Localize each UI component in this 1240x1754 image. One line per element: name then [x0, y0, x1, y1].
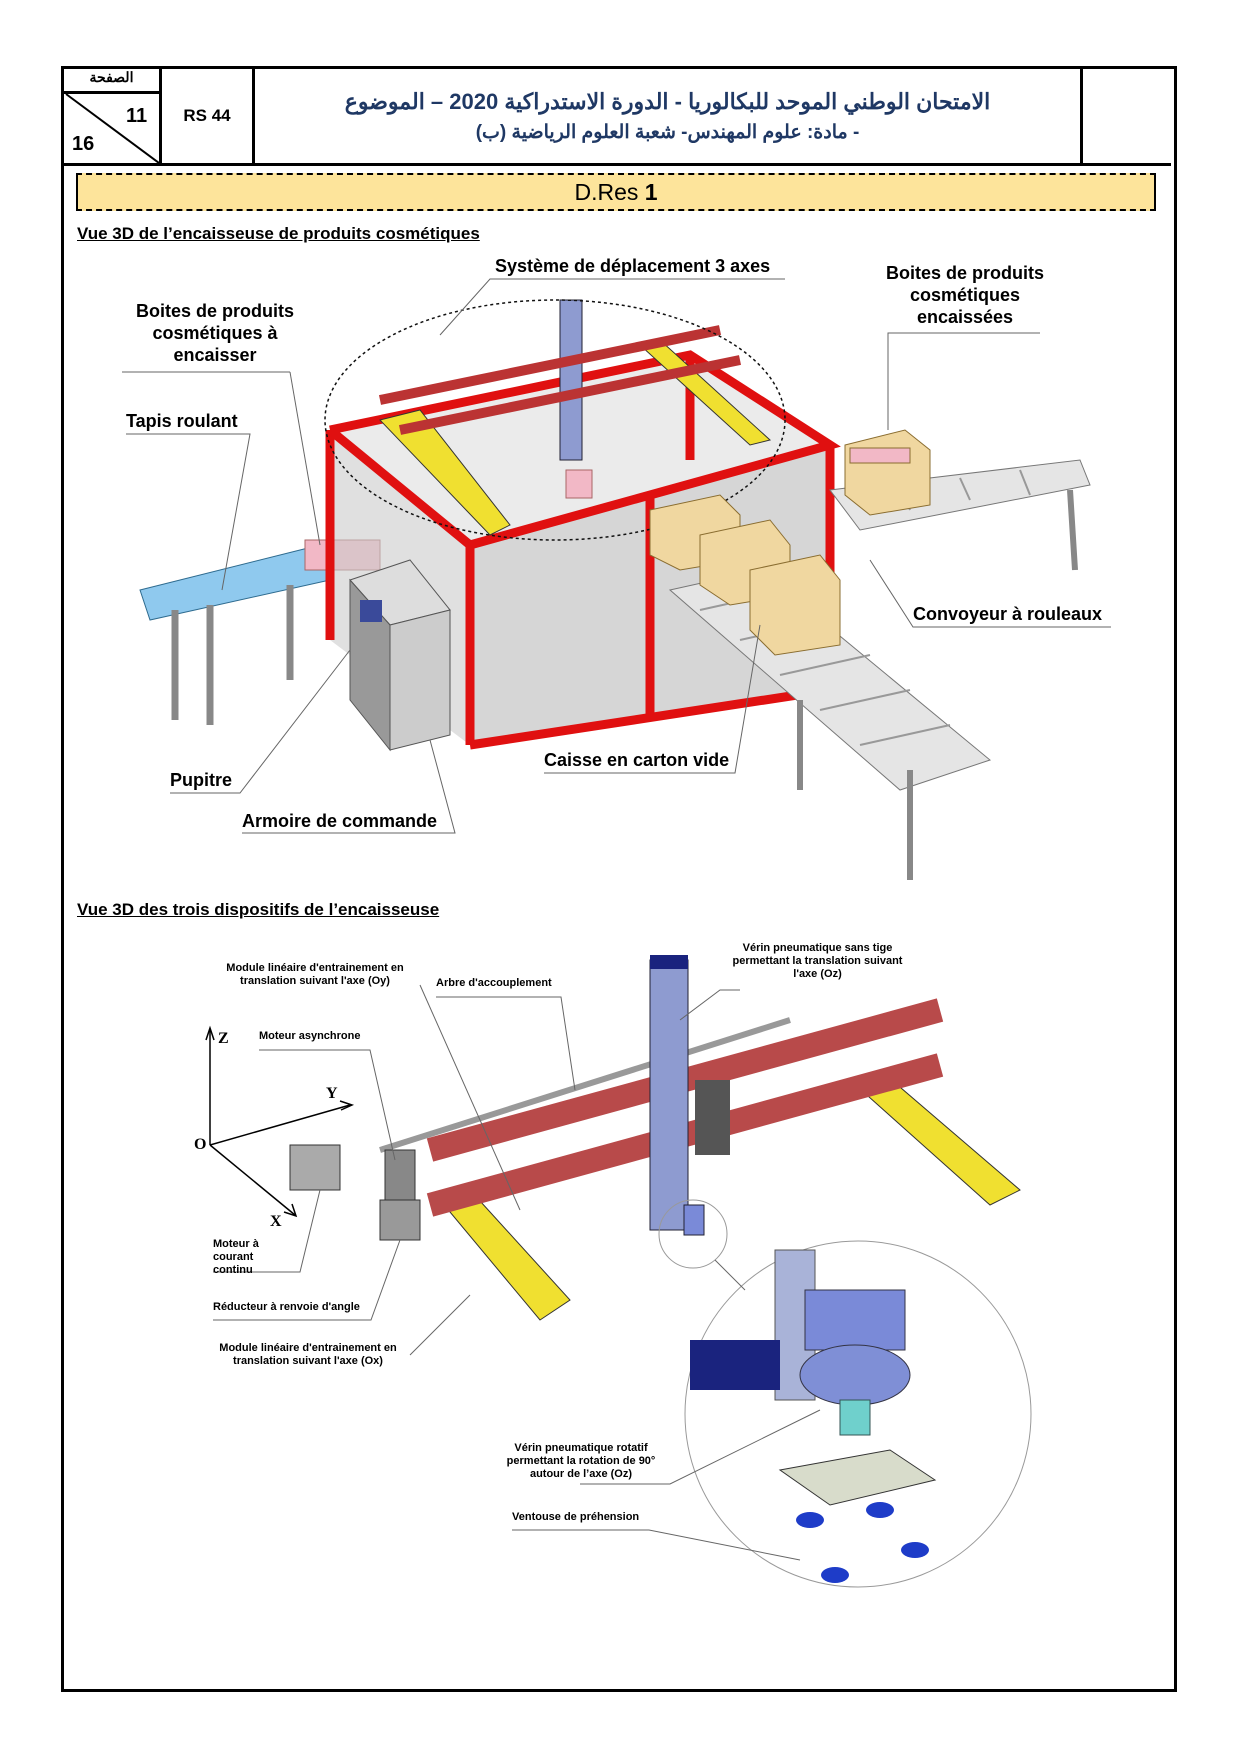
leader-lines [122, 278, 1111, 834]
exam-title: الامتحان الوطني الموحد للبكالوريا - الدو… [344, 89, 991, 114]
label-moteur-asynchrone: Moteur asynchrone [259, 1030, 361, 1042]
axis-x-label: X [270, 1213, 282, 1230]
label-convoyeur: Convoyeur à rouleaux [913, 604, 1103, 624]
label-pupitre: Pupitre [170, 770, 233, 790]
cartons [649, 429, 931, 656]
label-systeme-deplacement: Système de déplacement 3 axes [495, 256, 771, 276]
document-banner: D.Res 1 [76, 173, 1156, 211]
label-armoire: Armoire de commande [242, 811, 438, 831]
label-tapis-roulant: Tapis roulant [126, 411, 238, 431]
label-moteur-cc: Moteur à courant continu [213, 1238, 259, 1276]
armoire-commande [349, 559, 451, 752]
detail-ventouse [690, 1249, 937, 1583]
page-current: 11 [126, 105, 148, 127]
axis-y-label: Y [326, 1085, 338, 1102]
systeme-outline [324, 299, 786, 541]
label-arbre-accouplement: Arbre d'accouplement [436, 977, 552, 989]
label-verin-sans-tige: Vérin pneumatique sans tige permettant l… [732, 942, 903, 980]
label-reducteur: Réducteur à renvoie d'angle [213, 1301, 360, 1313]
detail-marker [658, 1199, 728, 1269]
label-module-ox: Module linéaire d'entrainement en transl… [219, 1342, 397, 1367]
label-boites-encaissees: Boites de produits cosmétiques encaissée… [885, 263, 1044, 327]
label-module-oy: Module linéaire d'entrainement en transl… [226, 962, 404, 987]
page-number-cell: الصفحة 11 16 [64, 69, 162, 163]
page-total: 16 [72, 133, 95, 155]
banner-prefix: D.Res [574, 179, 645, 205]
axis-o-label: O [194, 1136, 207, 1153]
diagonal-divider [65, 93, 159, 163]
axis-z-label: Z [218, 1030, 229, 1047]
exam-header: الصفحة 11 16 RS 44 الامتحان الوطني الموح… [64, 69, 1171, 166]
banner-number: 1 [644, 179, 658, 205]
exam-code: RS 44 [162, 69, 255, 163]
exam-subject: - مادة: علوم المهندس- شعبة العلوم الرياض… [475, 122, 860, 143]
label-boites-a-encaisser: Boites de produits cosmétiques à encaiss… [135, 301, 294, 365]
title-cell: الامتحان الوطني الموحد للبكالوريا - الدو… [255, 69, 1083, 163]
axis-triad [205, 1025, 355, 1218]
page-label: الصفحة [64, 69, 159, 94]
label-ventouse: Ventouse de préhension [512, 1511, 640, 1523]
page-frame [61, 66, 1177, 1692]
section2-title: Vue 3D des trois dispositifs de l’encais… [77, 900, 440, 919]
label-verin-rotatif: Vérin pneumatique rotatif permettant la … [506, 1442, 656, 1480]
axis-system [289, 955, 1021, 1321]
leader-lines-2 [213, 984, 821, 1561]
label-caisse-carton: Caisse en carton vide [544, 750, 730, 770]
section1-title: Vue 3D de l’encaisseuse de produits cosm… [77, 224, 480, 243]
